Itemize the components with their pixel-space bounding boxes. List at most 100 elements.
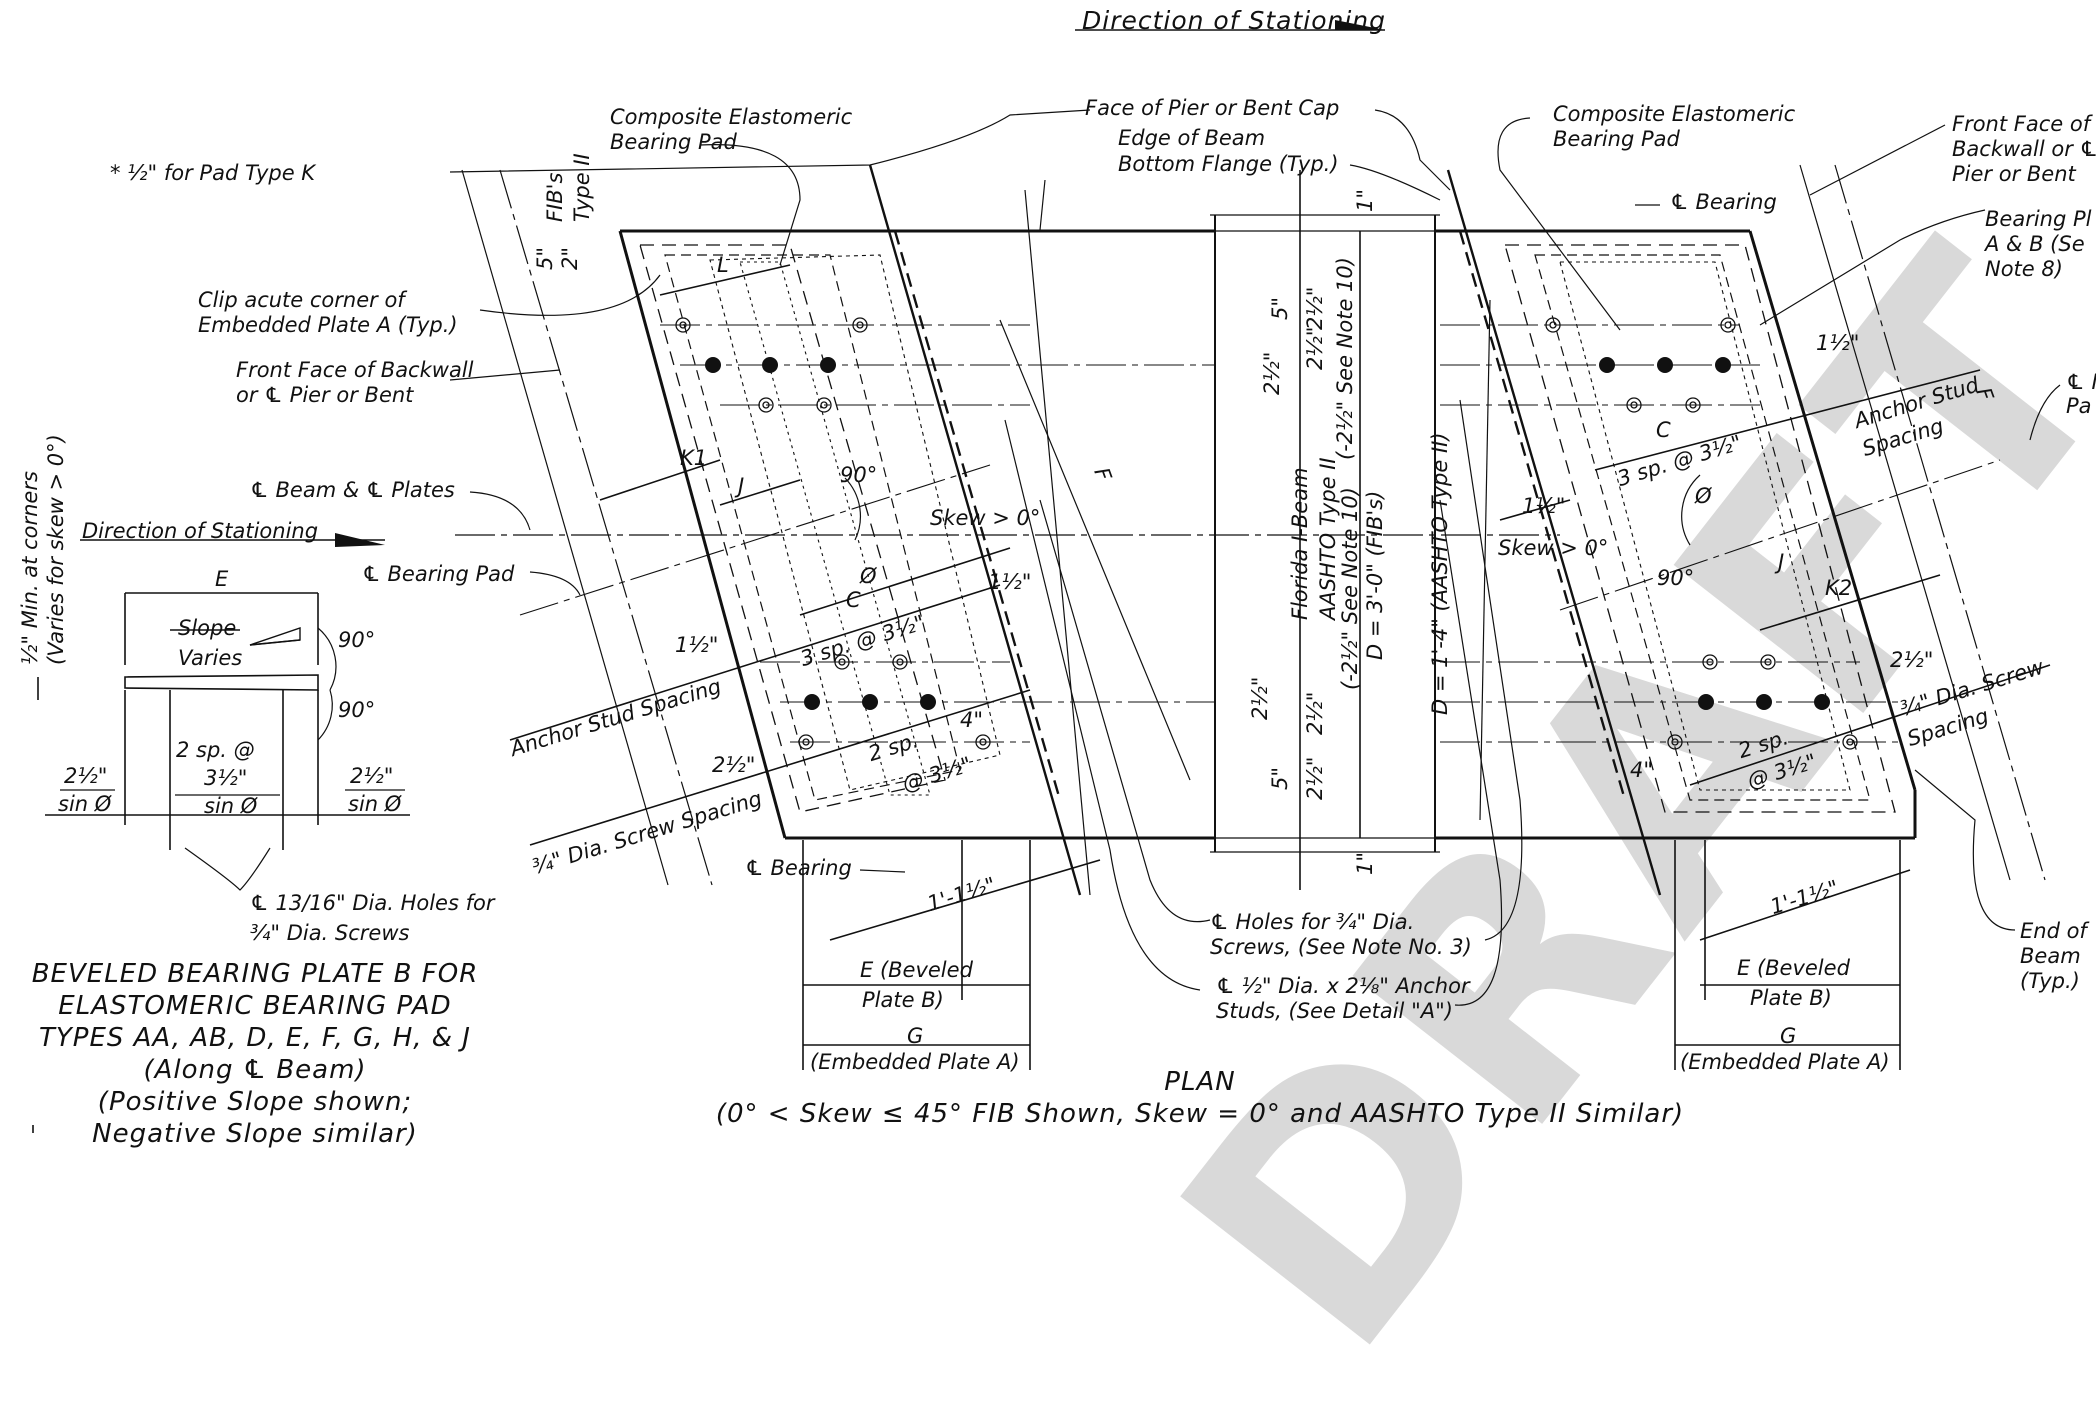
dim-C-left: C <box>846 588 861 612</box>
bearing-plates-right-callout-1: Bearing Pl <box>1985 207 2092 231</box>
dim-vert-2half-left: 2½" <box>1260 351 1284 395</box>
dim-one-bottom: 1" <box>1353 851 1377 875</box>
dim-J-right: J <box>1778 550 1785 574</box>
dim-neg-2half-bottom: (-2½" See Note 10) <box>1338 487 1362 690</box>
detail-angle-top: 90° <box>338 628 376 652</box>
plan-title-line-2: (0° < Skew ≤ 45° FIB Shown, Skew = 0° an… <box>715 1099 1685 1129</box>
cl-right-edge-callout-2: Pa <box>2066 394 2092 418</box>
dim-vert-5-bottom: 5" <box>1268 766 1292 790</box>
dim-E-beveled-left-2: Plate B) <box>862 988 944 1012</box>
end-of-beam-callout-3: (Typ.) <box>2020 969 2080 993</box>
dim-skew-right: Skew > 0° <box>1498 536 1609 560</box>
dim-neg-2half-top: (-2½" See Note 10) <box>1333 257 1357 460</box>
dim-vert-2half-bottom: 2½" <box>1303 756 1327 800</box>
detail-b-title-line-6: Negative Slope similar) <box>92 1119 418 1149</box>
dim-vert-2half-lower-left: 2½" <box>1248 676 1272 720</box>
dim-g-embedded-left: (Embedded Plate A) <box>810 1050 1020 1074</box>
dim-vert-5-top: 5" <box>1268 296 1292 320</box>
clip-corner-callout-2: Embedded Plate A (Typ.) <box>198 313 458 337</box>
direction-of-stationing-header: Direction of Stationing <box>1082 6 1387 35</box>
aashto-type2-label: AASHTO Type II <box>1316 457 1340 620</box>
face-of-pier-callout: Face of Pier or Bent Cap <box>1085 96 1340 120</box>
dim-one-half-right-top: 1½" <box>1816 331 1860 355</box>
plan-title-line-1: PLAN <box>1164 1067 1236 1097</box>
detail-left-dim-2: sin Ø <box>58 792 112 816</box>
dim-C-right: C <box>1656 418 1671 442</box>
dim-J-left: J <box>738 474 745 498</box>
detail-b-title-line-3: TYPES AA, AB, D, E, F, G, H, & J <box>39 1023 471 1053</box>
detail-direction-label: Direction of Stationing <box>82 519 319 543</box>
dim-one-half-left-right: 1½" <box>988 570 1032 594</box>
cl-bearing-pad-callout: ℄ Bearing Pad <box>362 562 515 586</box>
dim-two-top: 2" <box>558 246 582 270</box>
dim-five-top: 5" <box>533 246 557 270</box>
dim-fibs: FIB's <box>543 172 567 222</box>
dim-four-right: 4" <box>1630 758 1654 782</box>
detail-two-sp-3: sin Ø <box>204 794 258 818</box>
front-face-right-callout-3: Pier or Bent <box>1952 162 2076 186</box>
detail-right-dim-1: 2½" <box>350 764 394 788</box>
dim-vert-2half-lower: 2½" <box>1303 691 1327 735</box>
dim-angle90-right: 90° <box>1657 566 1695 590</box>
dim-G-right: G <box>1780 1024 1797 1048</box>
holes-note-2: Screws, (See Note No. 3) <box>1210 935 1472 959</box>
studs-note-2: Studs, (See Detail "A") <box>1216 999 1453 1023</box>
dim-g-embedded-right: (Embedded Plate A) <box>1680 1050 1890 1074</box>
dim-one-half-left: 1½" <box>675 633 719 657</box>
dim-two-half-left: 2½" <box>712 753 756 777</box>
detail-holes-2: ¾" Dia. Screws <box>250 921 410 945</box>
detail-min-corners-1: ½" Min. at corners <box>18 471 42 665</box>
front-face-left-callout-2: or ℄ Pier or Bent <box>236 383 414 407</box>
cl-bearing-top-label: ℄ Bearing <box>1670 190 1777 214</box>
front-face-right-callout-1: Front Face of <box>1952 112 2091 136</box>
edge-of-beam-callout-2: Bottom Flange (Typ.) <box>1118 152 1339 176</box>
composite-pad-left-callout-1: Composite Elastomeric <box>610 105 853 129</box>
cl-beam-plates-callout: ℄ Beam & ℄ Plates <box>250 478 455 502</box>
composite-pad-right-callout-1: Composite Elastomeric <box>1553 102 1796 126</box>
end-of-beam-callout-2: Beam <box>2020 944 2081 968</box>
dim-L: L <box>717 253 729 277</box>
end-of-beam-callout-1: End of <box>2020 919 2087 943</box>
florida-ibeam-label: Florida I-Beam <box>1288 467 1312 620</box>
detail-left-dim-1: 2½" <box>64 764 108 788</box>
dim-type2: Type II <box>570 153 594 222</box>
dim-one-half-right: 1½" <box>1522 494 1566 518</box>
studs-note-1: ℄ ½" Dia. x 2⅛" Anchor <box>1216 974 1470 998</box>
detail-b-title: BEVELED BEARING PLATE B FOR ELASTOMERIC … <box>0 958 510 1150</box>
drawing-sheet: DRAFT <box>18 6 2096 1416</box>
bearing-plates-right-callout-3: Note 8) <box>1985 257 2063 281</box>
composite-pad-right-callout-2: Bearing Pad <box>1553 127 1680 151</box>
front-face-left-callout-1: Front Face of Backwall <box>236 358 474 382</box>
detail-b-title-line-5: (Positive Slope shown; <box>97 1087 413 1117</box>
dim-d-aashto: D = 1'-4" (AASHTO Type II) <box>1428 432 1452 715</box>
detail-slope-2: Varies <box>178 646 243 670</box>
holes-note-1: ℄ Holes for ¾" Dia. <box>1210 910 1415 934</box>
dim-vert-2half-top: 2½" <box>1303 286 1327 330</box>
composite-pad-left-callout-2: Bearing Pad <box>610 130 737 154</box>
detail-min-corners-2: (Varies for skew > 0°) <box>44 434 68 665</box>
dim-phi-right: Ø <box>1695 484 1712 508</box>
dim-K1: K1 <box>680 446 708 470</box>
cl-right-edge-callout-1: ℄ I <box>2066 370 2096 394</box>
dim-four-left: 4" <box>960 708 984 732</box>
dim-K2: K2 <box>1825 576 1853 600</box>
detail-b-title-line-4: (Along ℄ Beam) <box>143 1055 367 1085</box>
dim-phi-left: Ø <box>860 564 877 588</box>
pad-type-k-note: * ½" for Pad Type K <box>110 161 316 185</box>
dim-E-beveled-right-1: E (Beveled <box>1737 956 1850 980</box>
detail-holes-1: ℄ 13/16" Dia. Holes for <box>250 891 495 915</box>
dim-one-top: 1" <box>1353 188 1377 212</box>
bearing-plates-right-callout-2: A & B (Se <box>1985 232 2085 256</box>
dim-vert-2half-mid: 2½" <box>1303 326 1327 370</box>
cl-bearing-bottom-label: ℄ Bearing <box>745 856 852 880</box>
edge-of-beam-callout-1: Edge of Beam <box>1118 126 1266 150</box>
detail-right-dim-2: sin Ø <box>348 792 402 816</box>
dim-angle90-left: 90° <box>840 463 878 487</box>
dim-two-half-right: 2½" <box>1890 648 1934 672</box>
detail-b-title-line-1: BEVELED BEARING PLATE B FOR <box>31 959 479 989</box>
detail-two-sp-2: 3½" <box>204 766 248 790</box>
dim-E-beveled-right-2: Plate B) <box>1750 986 1832 1010</box>
detail-angle-bottom: 90° <box>338 698 376 722</box>
detail-E-label: E <box>215 567 229 591</box>
detail-slope-1: Slope <box>178 616 237 640</box>
